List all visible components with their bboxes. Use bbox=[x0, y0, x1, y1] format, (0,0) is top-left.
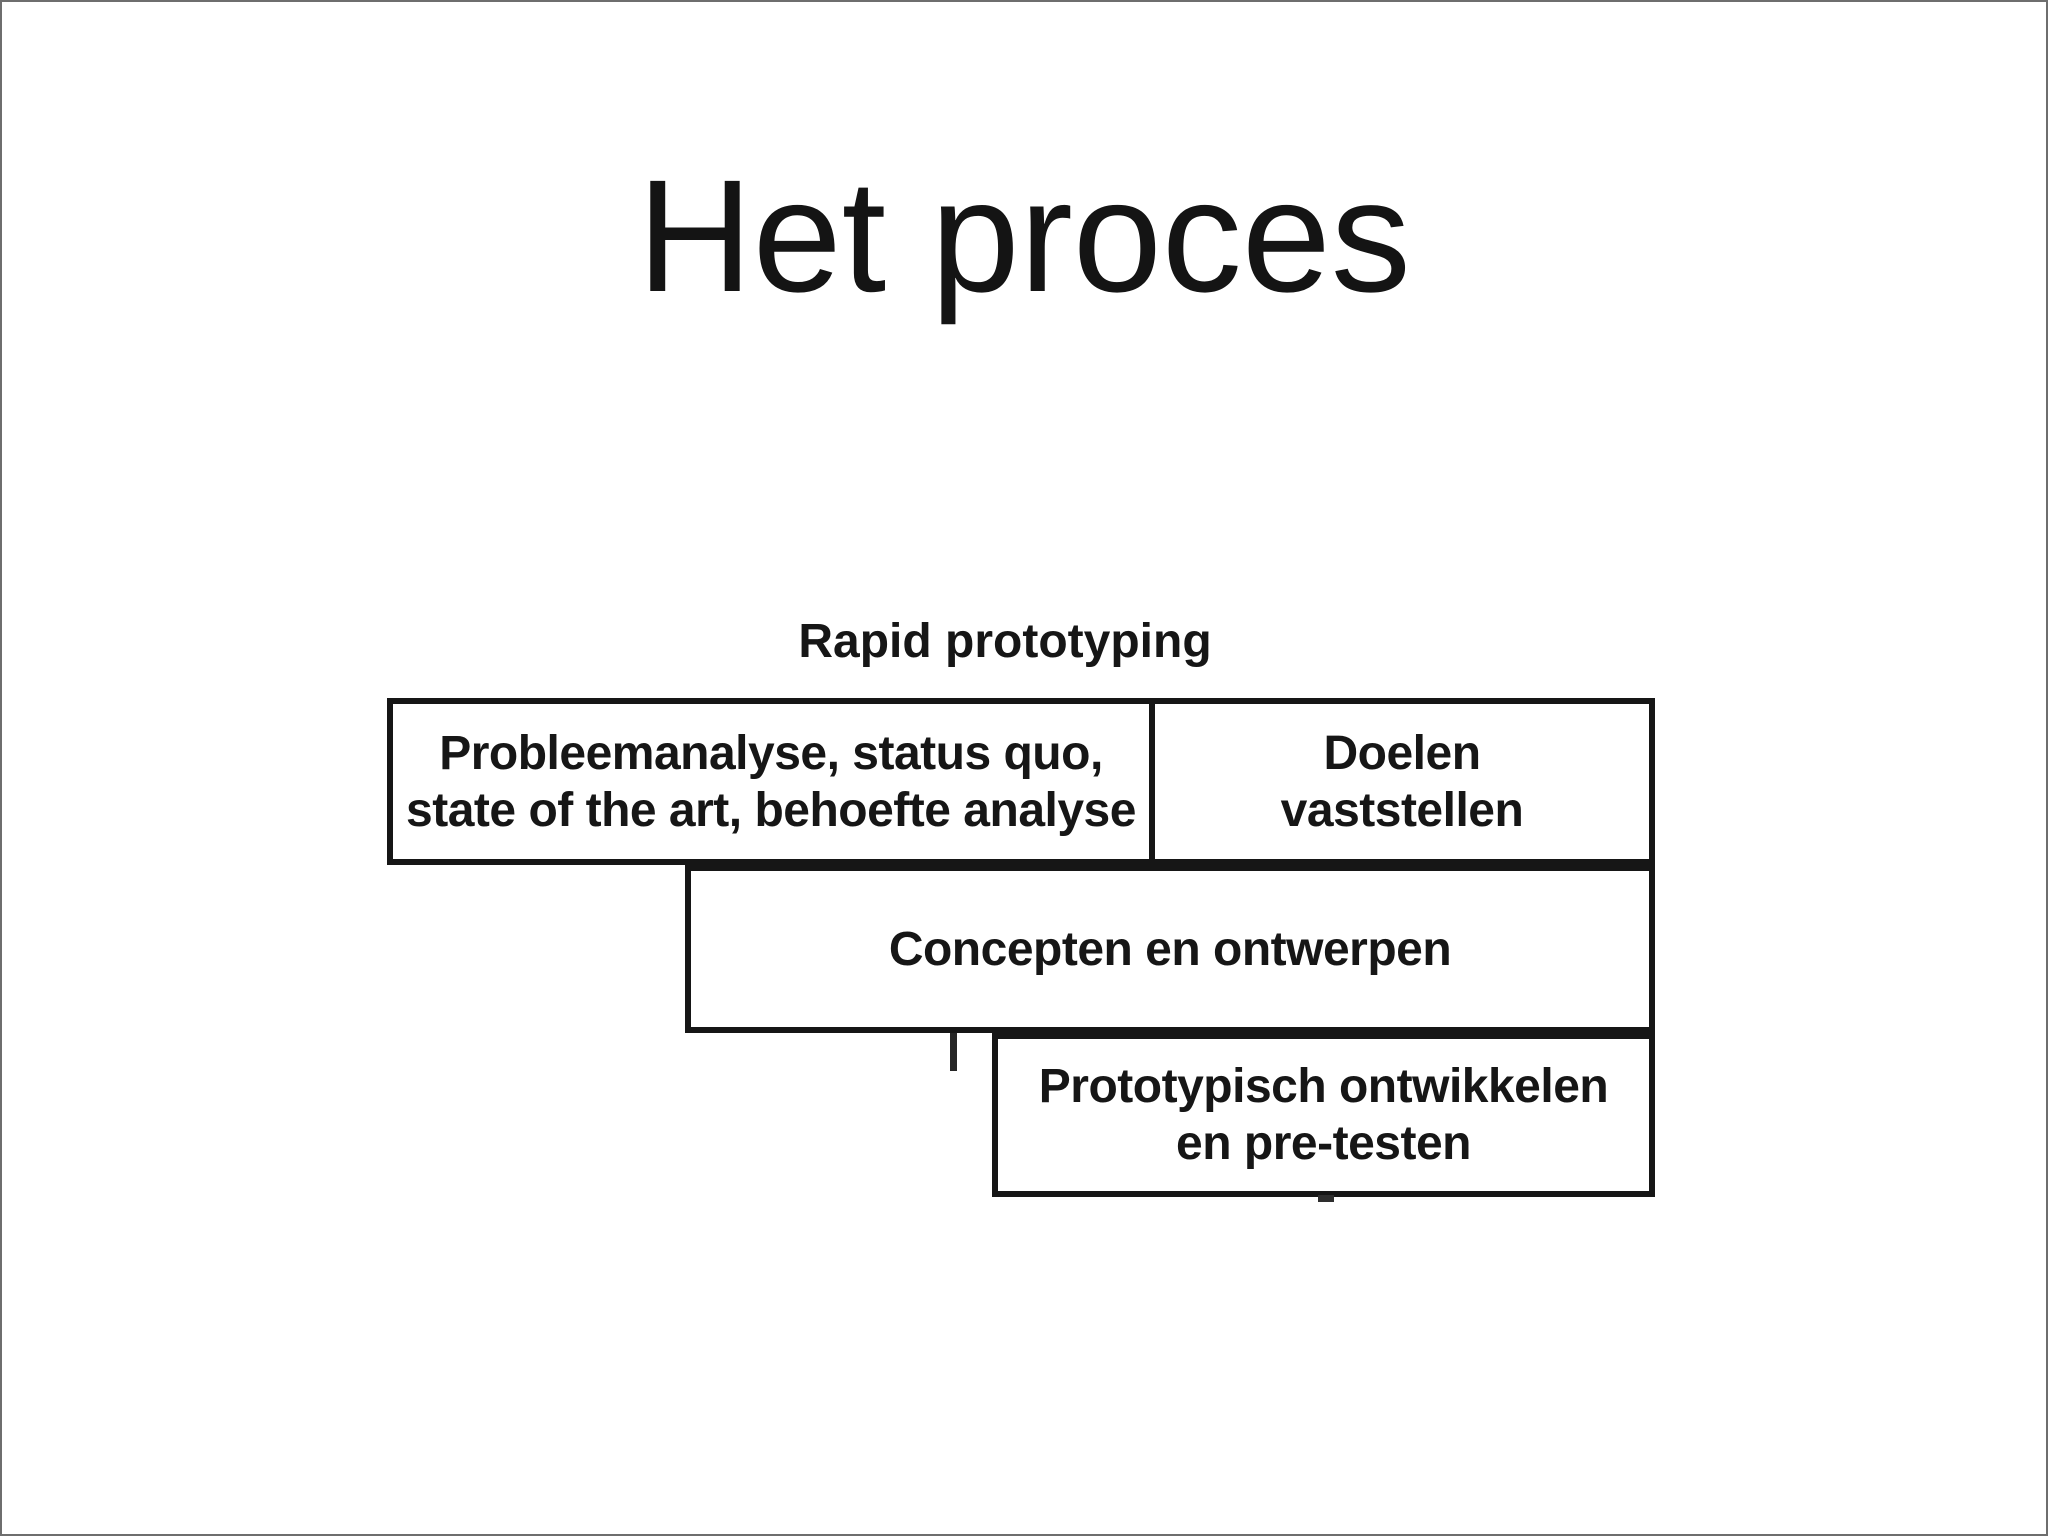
process-box-set-goals: Doelen vaststellen bbox=[1155, 698, 1655, 865]
diagram-heading: Rapid prototyping bbox=[798, 615, 1212, 668]
process-box-set-goals-line2: vaststellen bbox=[1280, 783, 1524, 837]
process-box-set-goals-line1: Doelen bbox=[1323, 726, 1481, 780]
process-box-problem-analysis-line2: state of the art, behoefte analyse bbox=[406, 783, 1136, 837]
diagram-stray-tick-mark bbox=[950, 1033, 957, 1071]
slide-title: Het proces bbox=[637, 146, 1411, 325]
process-box-problem-analysis-line1: Probleemanalyse, status quo, bbox=[439, 726, 1103, 780]
process-box-concepts-designs-line1: Concepten en ontwerpen bbox=[888, 922, 1452, 976]
process-box-problem-analysis: Probleemanalyse, status quo, state of th… bbox=[387, 698, 1155, 865]
process-box-prototype-pretest-line1: Prototypisch ontwikkelen bbox=[1038, 1060, 1609, 1113]
process-box-prototype-pretest-line2: en pre-testen bbox=[1176, 1117, 1471, 1170]
process-box-concepts-designs: Concepten en ontwerpen bbox=[685, 865, 1655, 1033]
process-box-prototype-pretest: Prototypisch ontwikkelen en pre-testen bbox=[992, 1033, 1655, 1197]
diagram-stray-nub-mark bbox=[1318, 1195, 1334, 1202]
